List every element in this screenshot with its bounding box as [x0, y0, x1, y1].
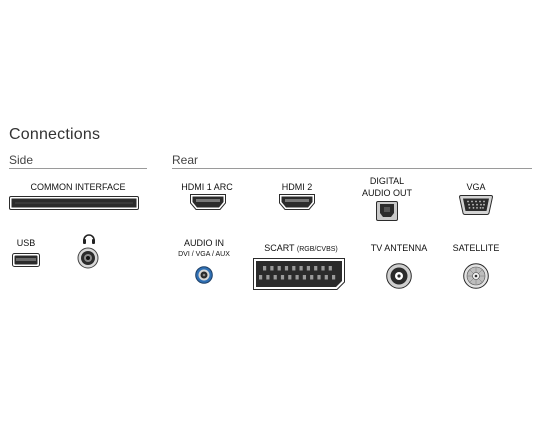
scart-pin — [310, 275, 314, 280]
scart-pin — [288, 275, 292, 280]
satellite-port-icon — [463, 263, 489, 289]
scart-pin — [284, 266, 289, 271]
scart-label-sub: (RGB/CVBS) — [296, 246, 338, 253]
scart-pin — [302, 275, 306, 280]
scart-pin — [277, 266, 281, 271]
scart-pin — [273, 275, 277, 280]
headphone-jack-icon — [77, 247, 99, 269]
digital-audio-label-line1: DIGITAL — [369, 176, 405, 186]
hdmi1-port-icon — [190, 194, 226, 210]
scart-pin — [332, 275, 336, 280]
headphone-icon — [83, 234, 95, 244]
common-interface-slot-icon — [9, 196, 139, 210]
tv-antenna-label: TV ANTENNA — [370, 243, 428, 253]
common-interface-label: COMMON INTERFACE — [30, 182, 126, 192]
scart-pin — [328, 266, 332, 271]
scart-pin — [317, 275, 321, 280]
scart-pin — [321, 266, 325, 271]
scart-pin — [306, 266, 310, 271]
scart-pin — [324, 275, 328, 280]
vga-label: VGA — [466, 182, 486, 192]
audio-in-label: AUDIO IN — [183, 238, 224, 248]
tv-antenna-port-icon — [386, 263, 412, 289]
scart-label: SCART (RGB/CVBS) — [246, 243, 356, 255]
digital-audio-label-line2: AUDIO OUT — [361, 188, 412, 198]
section-rear-label: Rear — [172, 153, 199, 167]
usb-port-icon — [12, 253, 40, 267]
scart-pin — [299, 266, 303, 271]
scart-pin — [314, 266, 318, 271]
satellite-label: SATELLITE — [452, 243, 500, 253]
hdmi1-label: HDMI 1 ARC — [181, 182, 233, 192]
page-title: Connections — [9, 126, 101, 143]
scart-pin — [266, 275, 270, 280]
scart-pin — [259, 275, 263, 280]
scart-label-main: SCART — [264, 243, 295, 253]
vga-port-icon — [458, 195, 494, 215]
scart-pin — [280, 275, 285, 280]
audio-in-sublabel: DVI / VGA / AUX — [178, 251, 230, 258]
section-side-label: Side — [9, 153, 34, 167]
hdmi2-label: HDMI 2 — [281, 182, 313, 192]
audio-in-jack-icon — [195, 266, 213, 284]
scart-pin — [270, 266, 274, 271]
scart-pin — [292, 266, 296, 271]
side-divider — [9, 168, 147, 169]
usb-label: USB — [16, 238, 36, 248]
scart-pin — [295, 275, 299, 280]
rear-divider — [172, 168, 532, 169]
scart-port-icon — [253, 258, 345, 290]
digital-audio-out-port-icon — [376, 201, 398, 221]
hdmi2-port-icon — [279, 194, 315, 210]
scart-pin — [263, 266, 267, 271]
